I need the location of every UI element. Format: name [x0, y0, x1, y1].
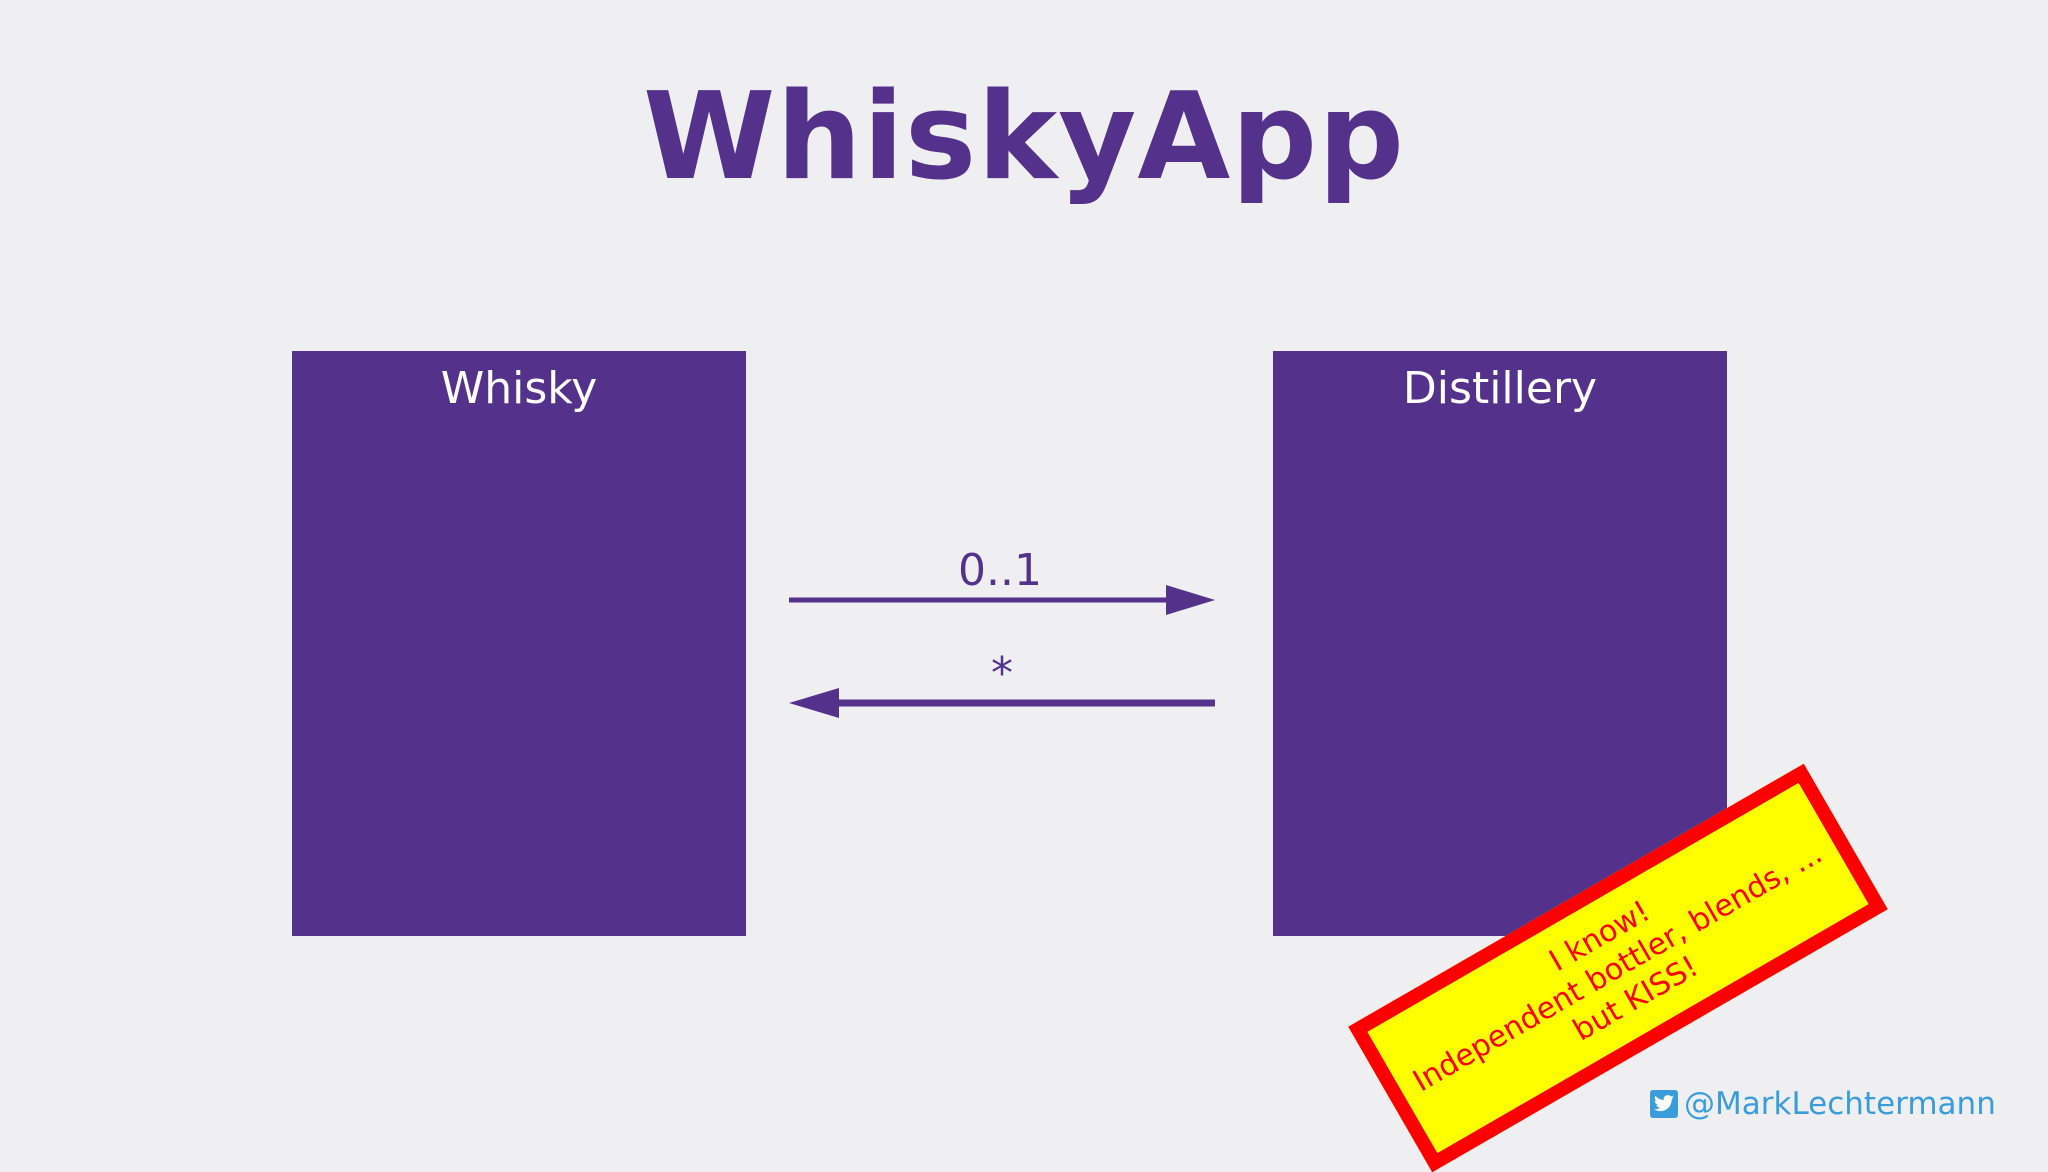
- arrowhead-forward: [1166, 585, 1215, 615]
- arrowhead-back: [789, 688, 839, 718]
- author-credit: @MarkLechtermann: [1650, 1086, 1996, 1122]
- slide-title: WhiskyApp: [642, 68, 1406, 207]
- multiplicity-back: *: [991, 648, 1013, 699]
- class-box-distillery: Distillery: [1273, 351, 1727, 936]
- twitter-icon: [1650, 1090, 1678, 1118]
- multiplicity-forward: 0..1: [958, 545, 1042, 596]
- class-label-distillery: Distillery: [1402, 363, 1598, 414]
- class-box-whisky: Whisky: [292, 351, 746, 936]
- class-label-whisky: Whisky: [440, 363, 598, 414]
- twitter-handle: @MarkLechtermann: [1684, 1086, 1996, 1122]
